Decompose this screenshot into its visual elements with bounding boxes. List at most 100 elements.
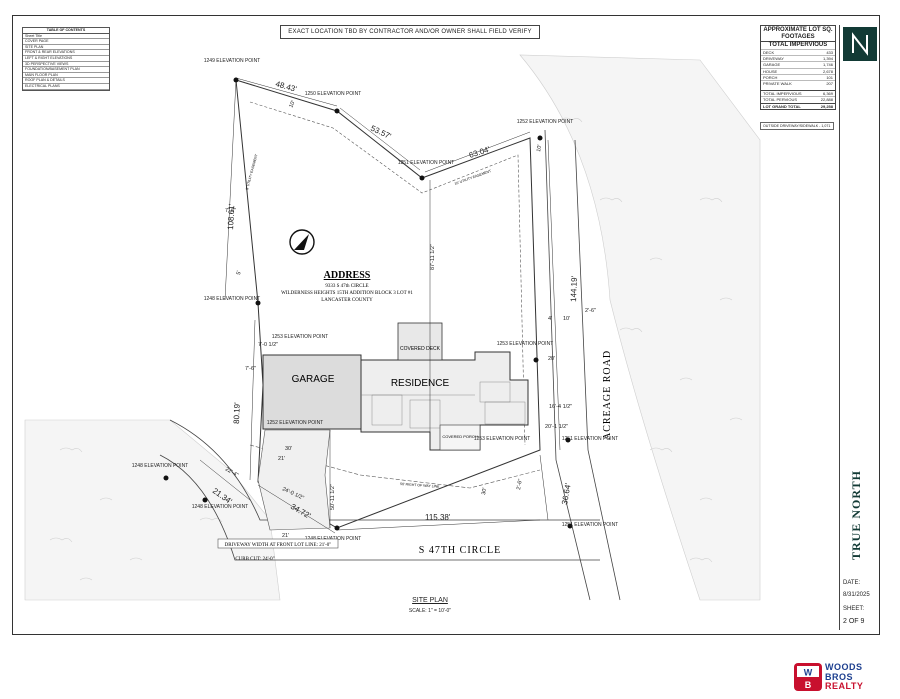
date-label: DATE: (843, 580, 861, 586)
driveway (257, 429, 331, 531)
toc-item: 3D PERSPECTIVE VIEWS (23, 62, 109, 68)
street-edge (169, 419, 600, 521)
toc-item: FOUNDATION/BASEMENT PLAN (23, 67, 109, 73)
covered-deck-footprint (397, 322, 443, 361)
elev-label: 1248 ELEVATION POINT (192, 504, 249, 510)
sqft-subtitle: TOTAL IMPERVIOUS (761, 41, 835, 49)
dim-text: 36.64' (560, 482, 573, 505)
elev-label: 1253 ELEVATION POINT (497, 341, 554, 347)
garage-footprint (262, 354, 362, 430)
curb-cut-note: CURB CUT: 24'-0" (235, 557, 274, 562)
firm-logo (843, 27, 877, 61)
dim-text: 5' (236, 270, 243, 275)
north-arrow-icon (289, 229, 315, 255)
elev-label: 1248 ELEVATION POINT (132, 463, 189, 469)
svg-text:B: B (805, 680, 812, 690)
toc-item: COVER PAGE (23, 39, 109, 45)
dim-text: 10' (536, 144, 543, 152)
outside-driveway-note: OUTSIDE DRIVEWAY/SIDEWALK - 1,071 (760, 122, 834, 130)
driveway-callout-box (217, 538, 339, 549)
address-line3: LANCASTER COUNTY (321, 298, 373, 303)
elevation-labels: 1249 ELEVATION POINT 1250 ELEVATION POIN… (132, 58, 619, 542)
brand-line3: REALTY (825, 681, 864, 691)
dim-text: 80.19' (232, 402, 242, 424)
elev-label: 1251 ELEVATION POINT (398, 160, 455, 166)
toc-item: ROOF PLAN & DETAILS (23, 78, 109, 84)
dim-text: 16'-4 1/2" (549, 404, 572, 410)
dim-text: 10' (563, 316, 570, 322)
toc-title: TABLE OF CONTENTS (23, 28, 109, 34)
utility-easement-line (249, 101, 526, 446)
toc-header: Sheet Title (23, 34, 109, 40)
toc-item: MAIN FLOOR PLAN (23, 73, 109, 79)
elev-label: 1249 ELEVATION POINT (204, 58, 261, 64)
sq-footage-table: APPROXIMATE LOT SQ. FOOTAGES TOTAL IMPER… (760, 25, 836, 110)
toc-item: FRONT & REAR ELEVATIONS (23, 50, 109, 56)
covered-porch-label: COVERED PORCH (442, 434, 477, 439)
svg-text:W: W (804, 668, 813, 678)
dim-text: 30' (481, 487, 488, 495)
acreage-road-label: ACREAGE ROAD (602, 350, 613, 440)
elev-label: 1248 ELEVATION POINT (204, 296, 261, 302)
title-block (839, 25, 880, 630)
address-heading: ADDRESS (324, 270, 371, 281)
dim-text: 7'-6" (225, 208, 236, 214)
utility-easement-top: 10' UTILITY EASEMENT (454, 169, 493, 186)
dim-text: 115.38' (425, 513, 451, 522)
sheet-title: SITE PLAN (412, 597, 448, 604)
sheet-number: 2 OF 9 (843, 618, 865, 625)
sqft-title: APPROXIMATE LOT SQ. FOOTAGES (763, 27, 833, 40)
acreage-road-edge-2 (574, 139, 621, 601)
dim-text: 87'-11 1/2" (430, 244, 436, 270)
sheet-label: SHEET: (843, 606, 865, 612)
dim-text: 10' (288, 100, 296, 109)
brand-line2: BROS (825, 671, 854, 682)
dimension-lines (199, 77, 561, 534)
wb-logo-icon: W B (794, 663, 822, 691)
dim-text: 7'-6" (245, 366, 256, 372)
elev-label: 1252 ELEVATION POINT (267, 420, 324, 426)
woods-bros-logo: W B WOODS BROS REALTY (794, 660, 884, 694)
driveway-width-note: DRIVEWAY WIDTH AT FRONT LOT LINE: 21'-0" (225, 543, 332, 548)
dim-text: 4' (548, 316, 552, 322)
street-label: S 47TH CIRCLE (419, 545, 501, 556)
address-line1: 9333 S 47th CIRCLE (325, 284, 368, 289)
dim-text: 50'-11 1/2" (330, 484, 336, 510)
dim-text: 20'-1 1/2" (545, 424, 568, 430)
dim-text: 53.57' (369, 124, 393, 141)
utility-easement-left: 5' UTILITY EASEMENT (245, 153, 259, 190)
field-verify-notice: EXACT LOCATION TBD BY CONTRACTOR AND/OR … (280, 25, 540, 39)
dim-text: 7'-0 1/2" (258, 342, 278, 348)
dim-text: 2'-6" (585, 308, 596, 314)
right-of-way-label: 50' RIGHT OF WAY LINE (400, 482, 440, 489)
dim-text: 21' (278, 456, 285, 462)
vegetation-hatch (24, 54, 761, 601)
date-value: 8/31/2025 (843, 592, 870, 598)
dim-text: 2'-6" (516, 478, 524, 490)
dim-text: 30' (285, 446, 292, 452)
dim-text: 63.04' (468, 145, 492, 160)
elev-label: 1251 ELEVATION POINT (562, 522, 619, 528)
elev-label: 1252 ELEVATION POINT (517, 119, 574, 125)
brand-line1: WOODS (825, 662, 863, 672)
table-of-contents: TABLE OF CONTENTS Sheet Title COVER PAGE… (22, 27, 110, 91)
residence-label: RESIDENCE (391, 378, 450, 389)
elev-label: 1253 ELEVATION POINT (474, 436, 531, 442)
elev-label: 1253 ELEVATION POINT (272, 334, 329, 340)
address-line2: WILDERNESS HEIGHTS 15TH ADDITION BLOCK 3… (281, 291, 413, 296)
lot-boundary (235, 79, 541, 529)
dim-text: 144.19' (569, 275, 579, 302)
covered-porch-footprint (439, 424, 481, 451)
garage-label: GARAGE (292, 374, 335, 385)
covered-deck-label: COVERED DECK (400, 346, 441, 352)
dim-text: 21' (282, 533, 289, 539)
toc-item: ELECTRICAL PLANS (23, 84, 109, 90)
